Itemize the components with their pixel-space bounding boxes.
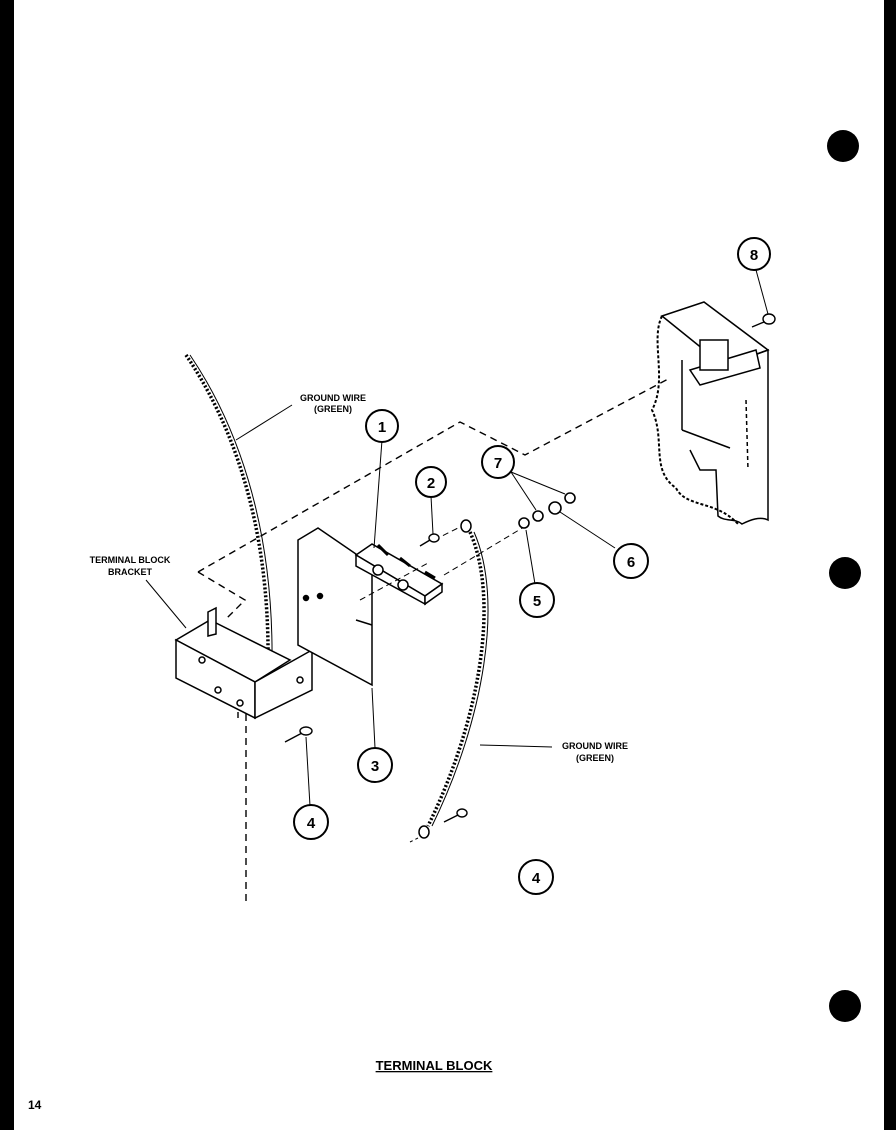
screw-wire-end	[443, 808, 468, 823]
ground-wire-color-top: (GREEN)	[314, 404, 352, 414]
callout-4-left: 4	[307, 815, 316, 832]
bracket-label-line1: TERMINAL BLOCK	[90, 555, 171, 565]
ground-wire-label-top: GROUND WIRE	[300, 393, 366, 403]
callout-2: 2	[427, 475, 435, 492]
control-box-cutaway	[650, 301, 770, 525]
leader-item-5	[525, 529, 536, 585]
leader-ground-wire-bottom	[479, 744, 553, 748]
callout-circle-3	[357, 747, 393, 783]
paper-sheet	[14, 0, 884, 1130]
page-number: 14	[28, 1098, 42, 1112]
callout-5: 5	[533, 593, 541, 610]
screw-item-8	[751, 313, 776, 328]
callout-7: 7	[494, 455, 502, 472]
leader-item-7b	[510, 471, 566, 495]
screw-item-2	[419, 533, 440, 547]
ground-wire-top	[184, 354, 273, 666]
callout-circle-2	[415, 466, 447, 498]
leader-item-2	[430, 495, 434, 535]
callout-circle-4-left	[293, 804, 329, 840]
screw-bottom-left	[284, 726, 313, 743]
ground-wire-bottom	[409, 519, 489, 843]
callout-circle-7	[481, 445, 515, 479]
diagram-title: TERMINAL BLOCK	[376, 1058, 493, 1073]
leader-item-7	[510, 471, 537, 511]
mounting-plate	[297, 527, 373, 687]
callout-circle-4-right	[518, 859, 554, 895]
callout-circle-6	[613, 543, 649, 579]
leader-item-3	[371, 687, 376, 749]
ground-wire-color-bottom: (GREEN)	[576, 753, 614, 763]
callout-circle-1	[365, 409, 399, 443]
callout-3: 3	[371, 758, 379, 775]
callout-4-right: 4	[532, 870, 541, 887]
callout-circle-5	[519, 582, 555, 618]
leader-item-1	[373, 439, 383, 549]
binder-hole-bottom	[829, 990, 861, 1022]
bracket-label-line2: BRACKET	[108, 567, 153, 577]
leader-bracket	[145, 579, 187, 629]
callout-8: 8	[750, 247, 758, 264]
callout-1: 1	[378, 419, 386, 436]
hardware-5-6-7	[518, 492, 576, 529]
leader-item-8	[755, 269, 769, 315]
leader-ground-wire-top	[235, 404, 293, 441]
binder-hole-middle	[829, 557, 861, 589]
terminal-block-bracket	[174, 606, 313, 720]
unit-outline-dashed	[197, 377, 671, 905]
terminal-block	[354, 543, 444, 606]
callout-circle-8	[737, 237, 771, 271]
leader-item-6	[559, 511, 616, 549]
leader-item-4-left	[305, 736, 311, 807]
callout-6: 6	[627, 554, 635, 571]
binder-hole-top	[827, 130, 859, 162]
ground-wire-label-bottom: GROUND WIRE	[562, 741, 628, 751]
